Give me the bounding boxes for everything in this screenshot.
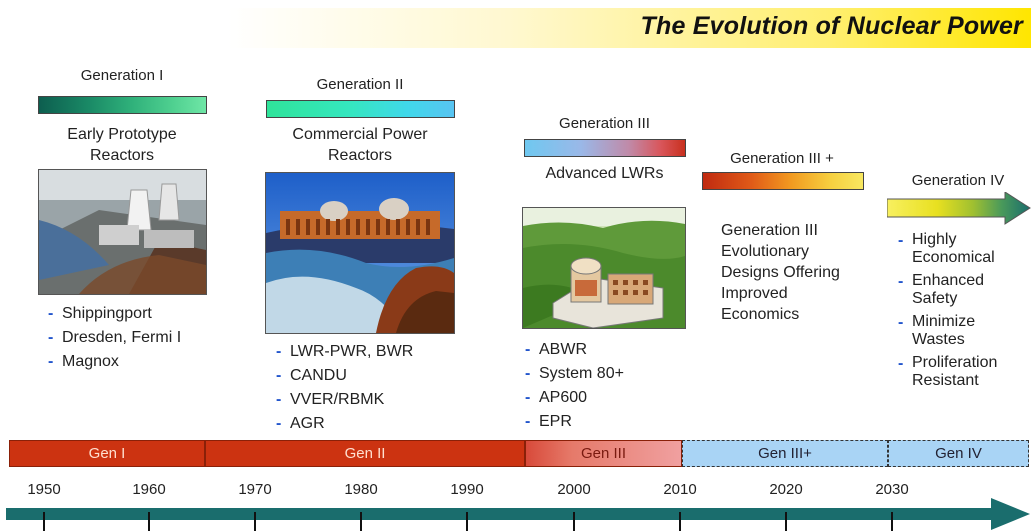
list-item: -Enhanced Safety — [898, 272, 985, 307]
gen2-label: Generation II — [316, 76, 404, 93]
gen2-color-bar — [266, 100, 455, 118]
year-tick — [43, 512, 45, 531]
year-tick — [254, 512, 256, 531]
timeline-arrow — [6, 498, 1030, 530]
gen1-examples: -Shippingport -Dresden, Fermi I -Magnox — [48, 304, 218, 376]
gen2-examples: -LWR-PWR, BWR -CANDU -VVER/RBMK -AGR — [276, 342, 456, 438]
gen3plus-label: Generation III + — [730, 150, 834, 167]
gen1-color-bar — [38, 96, 207, 114]
list-item: -ABWR — [525, 341, 587, 358]
timeline-segment-gen1: Gen I — [9, 440, 205, 467]
list-item: -Shippingport — [48, 305, 152, 322]
year-label-1980: 1980 — [344, 481, 378, 498]
list-item: -VVER/RBMK — [276, 391, 385, 408]
year-label-1970: 1970 — [238, 481, 272, 498]
year-label-1990: 1990 — [450, 481, 484, 498]
gen1-reactor-photo — [38, 169, 207, 295]
year-tick — [679, 512, 681, 531]
list-item: -AP600 — [525, 389, 588, 406]
year-tick — [891, 512, 893, 531]
list-item: -Minimize Wastes — [898, 313, 976, 348]
list-item: -Highly Economical — [898, 231, 995, 266]
gen2-reactor-photo — [265, 172, 455, 334]
gen3-reactor-photo — [522, 207, 686, 329]
year-label-1960: 1960 — [132, 481, 166, 498]
gen3-label: Generation III — [559, 115, 650, 132]
gen3plus-description: Generation III Evolutionary Designs Offe… — [721, 222, 840, 323]
gen3plus-color-bar — [702, 172, 864, 190]
year-tick — [360, 512, 362, 531]
title-band — [228, 8, 1031, 48]
year-label-2000: 2000 — [557, 481, 591, 498]
year-label-2030: 2030 — [875, 481, 909, 498]
year-label-1950: 1950 — [27, 481, 61, 498]
year-label-2020: 2020 — [769, 481, 803, 498]
list-item: -CANDU — [276, 367, 347, 384]
gen2-photo-illustration — [266, 173, 454, 333]
list-item: -System 80+ — [525, 365, 624, 382]
year-tick — [148, 512, 150, 531]
timeline-segment-gen4: Gen IV — [888, 440, 1029, 467]
gen3-examples: -ABWR -System 80+ -AP600 -EPR — [525, 340, 695, 436]
gen4-label: Generation IV — [911, 172, 1005, 189]
list-item: -LWR-PWR, BWR — [276, 343, 414, 360]
year-tick — [785, 512, 787, 531]
list-item: -EPR — [525, 413, 572, 430]
year-label-2010: 2010 — [663, 481, 697, 498]
gen1-photo-illustration — [39, 170, 206, 294]
list-item: -Proliferation Resistant — [898, 354, 998, 389]
list-item: -AGR — [276, 415, 325, 432]
gen3-photo-illustration — [523, 208, 685, 328]
gen1-description: Early Prototype Reactors — [67, 126, 177, 164]
gen3-description: Advanced LWRs — [545, 165, 664, 182]
timeline-segment-gen3: Gen III — [525, 440, 682, 467]
list-item: -Dresden, Fermi I — [48, 329, 182, 346]
gen4-examples: -Highly Economical -Enhanced Safety -Min… — [898, 231, 1028, 395]
gen4-arrow-icon — [887, 192, 1031, 225]
page-title: The Evolution of Nuclear Power — [640, 12, 1023, 40]
timeline-segment-gen2: Gen II — [205, 440, 525, 467]
year-tick — [466, 512, 468, 531]
gen3-color-bar — [524, 139, 686, 157]
gen1-label: Generation I — [80, 67, 164, 84]
year-tick — [573, 512, 575, 531]
list-item: -Magnox — [48, 353, 119, 370]
timeline-segment-gen3plus: Gen III+ — [682, 440, 888, 467]
gen2-description: Commercial Power Reactors — [292, 126, 428, 164]
